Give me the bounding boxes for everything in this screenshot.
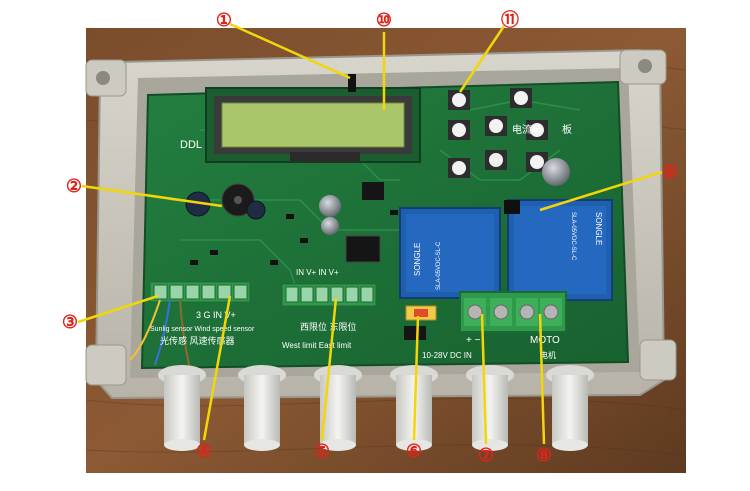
callout-line-3 [77,294,159,324]
push-button-5 [526,120,548,140]
cable-gland-2 [238,365,286,451]
callout-5: ⑤ [314,441,330,462]
callout-10: ⑩ [376,10,392,31]
relay-right-brand: SONGLE [594,212,603,245]
sensor-cn-label: 光传感 风速传感器 [160,335,235,346]
mount-hole-tr [638,59,652,73]
limit-terminal-block [281,283,377,307]
callout-line-7 [480,313,488,445]
callout-line-4 [202,295,232,441]
limit-cn-label: 西限位 东限位 [300,321,357,332]
limit-en-label: West limit East limit [282,341,352,350]
capacitor-center-2 [321,217,339,235]
callout-1: ① [216,10,232,31]
push-button-3 [448,120,470,140]
callout-11: ⑪ [501,9,519,31]
lcd-screen [221,102,405,148]
sensor-header-label: 3 G IN V+ [196,310,236,320]
callout-6: ⑥ [406,441,422,462]
fuse-element [414,309,428,317]
relay-left-model: SLA-05VDC-SL-C [436,241,442,290]
fuse-holder [404,326,426,340]
relay-right-model: SLA-05VDC-SL-C [570,212,576,261]
sensor-terminal-block [149,281,251,303]
push-button-6 [448,158,470,178]
callout-8: ⑧ [536,445,552,466]
brand-label: DDL [180,139,202,151]
motor-cn-label: 电机 [540,350,556,360]
callout-line-11 [458,25,506,93]
callout-4: ④ [196,441,212,462]
relay-right: SONGLE SLA-05VDC-SL-C [507,199,613,301]
mount-hole-tl [96,71,110,85]
cable-gland-5 [466,365,514,451]
power-screw-2 [490,298,512,326]
inductor-block [345,235,381,263]
panel-label-cn-2: 板 [562,123,572,136]
power-motor-terminal-block [459,291,567,333]
regulator-chip [362,182,384,200]
callout-lines [77,22,663,445]
power-label: 10-28V DC IN [422,351,472,360]
callout-2: ② [66,176,82,197]
motor-label: MOTO [530,335,560,346]
callout-7: ⑦ [478,445,494,466]
callout-9: ⑨ [662,162,678,183]
relay-driver-chip [504,200,520,214]
callout-line-5 [320,297,338,441]
capacitor-center-1 [319,195,341,217]
cable-gland-1 [158,365,206,451]
callout-3: ③ [62,312,78,333]
push-button-group [448,88,548,178]
callout-line-8 [538,313,546,445]
push-button-1 [448,90,470,110]
relay-left: SONGLE SLA-05VDC-SL-C [399,207,501,299]
relay-left-brand: SONGLE [413,243,422,276]
potentiometer-knob [348,74,356,92]
cable-gland-6 [546,365,594,451]
cable-gland-3 [314,365,362,451]
mount-tab-bl [85,344,127,386]
callout-line-2 [81,184,223,208]
buzzer-hole [234,196,242,204]
power-sign-label: + − [466,335,481,346]
callout-line-6 [412,315,420,441]
smd-parts [190,210,398,265]
push-button-7 [485,150,507,170]
push-button-2 [510,88,532,108]
callout-line-9 [539,170,663,212]
callout-labels: ① ② ③ ④ ⑤ ⑥ ⑦ ⑧ ⑨ ⑩ ⑪ [62,9,678,466]
push-button-4 [485,116,507,136]
motor-screw-1 [516,298,538,326]
sensor-en-label: Sunlig sensor Wind speed sensor [150,326,255,333]
push-button-8 [526,152,548,172]
panel-label-cn: 电流单 [512,123,542,136]
lcd-connector [290,152,360,162]
sensor-wires [129,299,191,371]
capacitor-left-small [246,200,266,220]
power-screw-1 [464,298,486,326]
capacitor-right [542,158,570,186]
callout-line-1 [229,22,351,80]
motor-screw-2 [540,298,562,326]
limit-header-label: IN V+ IN V+ [296,268,339,277]
mount-tab-br [639,339,677,381]
